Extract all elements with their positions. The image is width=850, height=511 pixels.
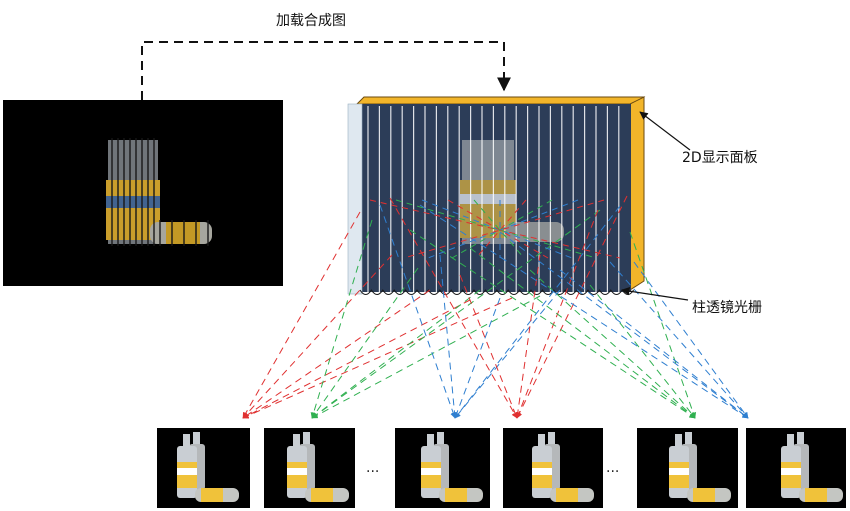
- ray-line: [389, 197, 518, 419]
- ray-line: [514, 254, 541, 419]
- display-panel-label: 2D显示面板: [682, 150, 758, 166]
- ray-line: [439, 254, 458, 419]
- panel-pointer-arrow-icon: [639, 111, 691, 151]
- ray-line: [589, 284, 696, 419]
- lens-bottom-edge: [359, 289, 635, 295]
- lenticular-lens-stripes: [367, 106, 620, 292]
- ray-line: [310, 219, 373, 419]
- bottle-icon: [421, 432, 483, 502]
- view-thumbnail: [395, 428, 490, 508]
- ray-line: [311, 295, 541, 419]
- bottle-icon: [287, 432, 349, 502]
- ray-line: [242, 211, 361, 419]
- view-thumbnail: [157, 428, 250, 508]
- grating-pointer-arrow-icon: [621, 286, 689, 301]
- ray-line: [427, 199, 579, 259]
- ray-line: [454, 297, 501, 419]
- composite-bottle-icon: [106, 138, 212, 246]
- view-thumbnail: [746, 428, 846, 508]
- lenticular-grating-label: 柱透镜光栅: [692, 300, 762, 316]
- ray-line: [242, 297, 513, 419]
- ray-line: [529, 269, 696, 419]
- svg-text:···: ···: [366, 464, 379, 480]
- ray-line: [454, 289, 561, 419]
- bottle-icon: [669, 432, 731, 502]
- ray-line: [473, 199, 525, 259]
- ellipsis-2: ···: [606, 464, 619, 480]
- ray-line: [447, 199, 549, 259]
- ray-line: [379, 204, 457, 419]
- bottle-icon: [781, 432, 843, 502]
- viewing-rays: [242, 195, 749, 419]
- ray-line: [421, 199, 573, 259]
- ray-line: [311, 267, 419, 419]
- ray-line: [633, 261, 749, 419]
- view-images: [157, 428, 846, 508]
- view-thumbnail: [503, 428, 603, 508]
- ray-line: [454, 205, 621, 419]
- ray-line: [242, 299, 471, 419]
- load-composite-label: 加载合成图: [276, 13, 346, 29]
- svg-text:···: ···: [606, 464, 619, 480]
- composite-image: [3, 100, 283, 286]
- ray-line: [369, 199, 621, 259]
- ray-line: [242, 254, 393, 419]
- ray-line: [609, 261, 749, 419]
- ray-line: [409, 229, 696, 419]
- load-composite-arrow: [141, 41, 511, 100]
- ray-line: [499, 231, 749, 419]
- display-panel: [347, 96, 646, 295]
- ray-line: [475, 199, 527, 259]
- ray-line: [419, 204, 749, 419]
- ellipsis-1: ···: [366, 464, 379, 480]
- view-thumbnail: [264, 428, 355, 508]
- svg-text:柱透镜光栅: 柱透镜光栅: [692, 300, 762, 316]
- view-thumbnail: [637, 428, 738, 508]
- ray-line: [629, 231, 697, 419]
- svg-text:加载合成图: 加载合成图: [276, 13, 346, 29]
- lens-curve: [359, 289, 635, 295]
- ray-line: [403, 199, 605, 259]
- ray-line: [459, 274, 518, 419]
- svg-text:2D显示面板: 2D显示面板: [682, 150, 758, 166]
- ray-line: [516, 195, 628, 419]
- ray-line: [559, 269, 749, 419]
- bottle-icon: [532, 432, 594, 502]
- bottle-icon: [177, 432, 239, 502]
- ray-line: [242, 289, 431, 419]
